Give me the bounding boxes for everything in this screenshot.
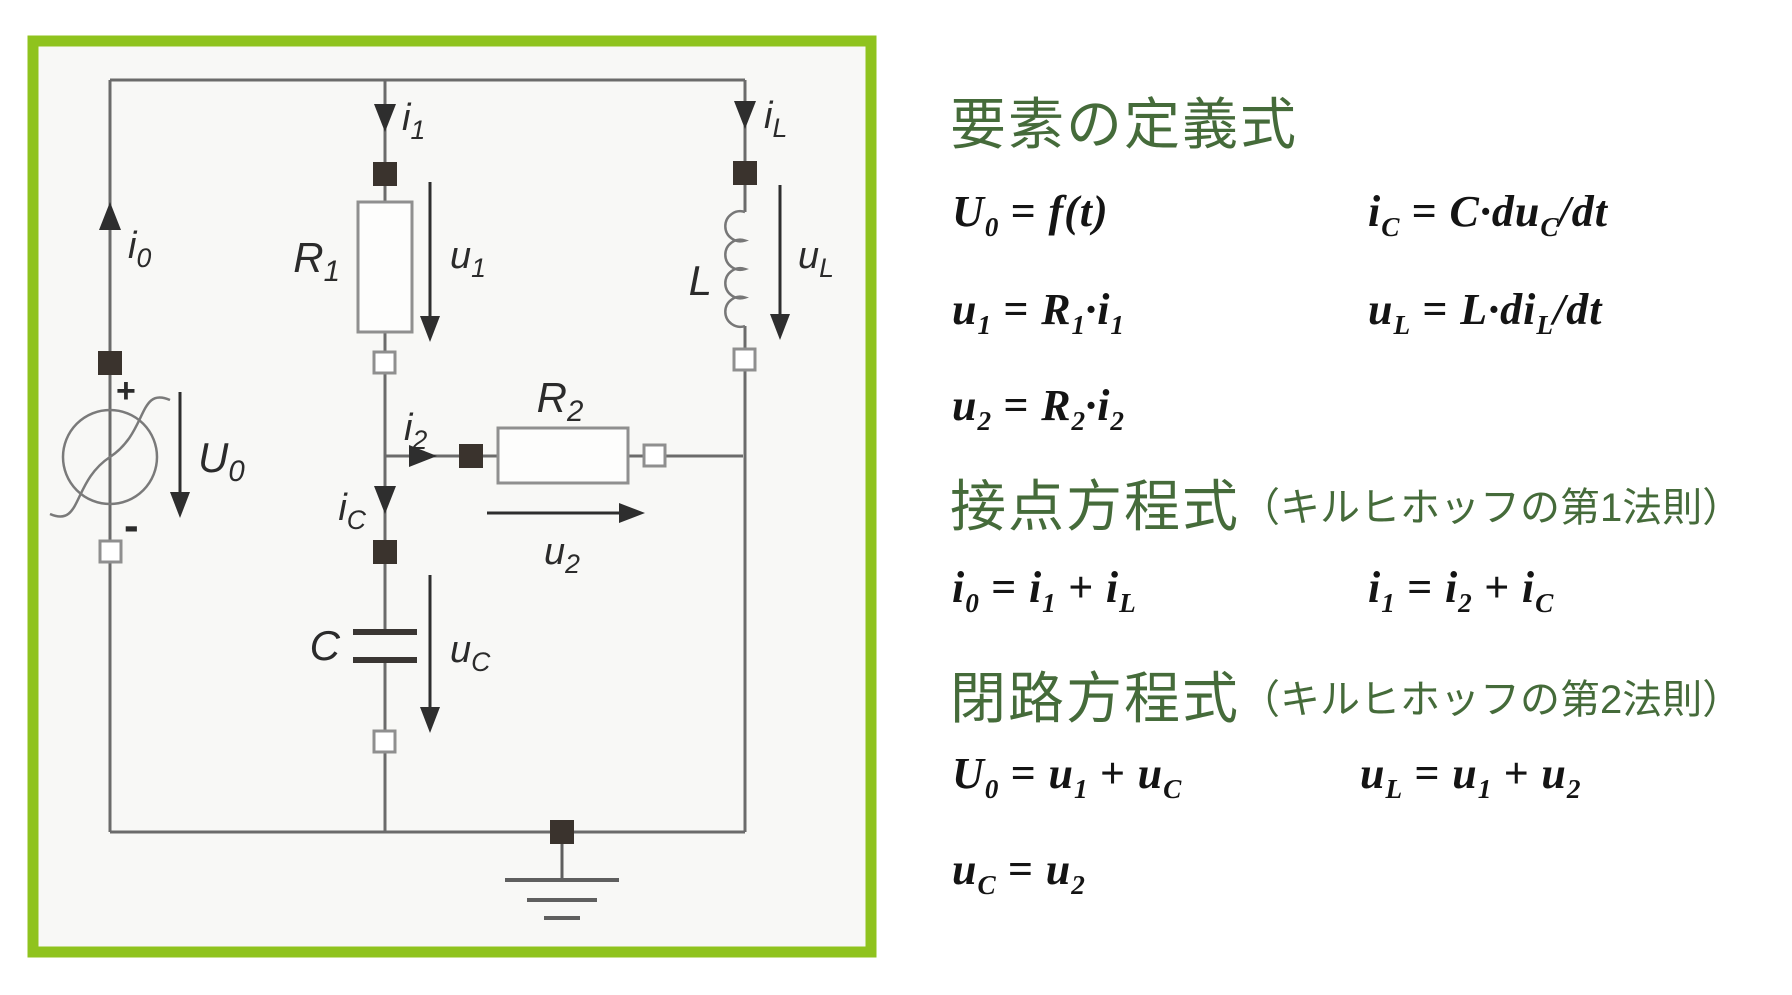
terminal-node [98,351,122,375]
inductor-l [724,210,750,328]
equation-i1-i2iC: i1 = i2 + iC [1368,563,1554,618]
current-arrow-i2-right [409,445,437,467]
terminal-node-open [372,350,397,375]
equation-uL-u1u2: uL = u1 + u2 [1360,749,1581,804]
equation-U0-u1uC: U0 = u1 + uC [952,749,1182,804]
terminal-node-open [732,347,757,372]
heading-paren: （キルヒホッフの第1法則） [1240,486,1743,530]
resistor-r1 [356,200,414,334]
label-c: C [310,622,341,669]
current-arrow-iC-down [374,486,396,514]
voltage-source: + - [49,372,171,550]
terminal-node [373,162,397,186]
heading-text: 要素の定義式 [950,93,1298,156]
terminal-nodes-dark [98,161,757,844]
ground-icon [505,844,619,920]
voltage-arrow-u2-head [619,503,645,523]
terminal-node-ground [550,820,574,844]
equation-i0-i1iL: i0 = i1 + iL [952,563,1136,618]
heading-text: 閉路方程式 [950,667,1240,730]
equation-iC-CduCdt: iC = C·duC/dt [1368,187,1608,242]
terminal-node [733,161,757,185]
current-arrow-i1-down [374,104,396,132]
terminal-node-open [372,729,397,754]
section-heading-node-equations: 接点方程式（キルヒホッフの第1法則） [950,462,1742,543]
capacitor-c [353,629,417,663]
label-l: L [689,257,712,304]
terminal-node [459,444,483,468]
equation-u2-R2i2: u2 = R2·i2 [952,381,1125,436]
equation-uC-u2: uC = u2 [952,845,1085,900]
resistor-r2 [496,426,630,485]
current-arrow-i0-up [99,202,121,230]
minus-sign: - [124,501,139,550]
voltage-arrows [170,182,790,733]
heading-paren: （キルヒホッフの第2法則） [1240,678,1743,722]
voltage-arrow-U0-head [170,492,190,518]
voltage-arrow-uL-head [770,314,790,340]
label-r1: R1 [293,234,340,288]
current-arrows [99,101,756,514]
terminal-node-open [98,539,123,564]
section-heading-definitions: 要素の定義式 [950,80,1298,161]
terminal-node-open [642,443,667,468]
current-arrow-iL-down [734,101,756,129]
equation-uL-LdiLdt: uL = L·diL/dt [1368,285,1603,340]
terminal-node [373,540,397,564]
heading-text: 接点方程式 [950,475,1240,538]
circuit-diagram: + - [27,35,877,958]
voltage-arrow-u1-head [420,316,440,342]
plus-sign: + [116,372,136,410]
label-u2: u2 [544,531,580,579]
equation-u1-R1i1: u1 = R1·i1 [952,285,1125,340]
sine-wave-icon [49,396,171,518]
section-heading-loop-equations: 閉路方程式（キルヒホッフの第2法則） [950,654,1742,735]
equation-U0-ft: U0 = f(t) [952,187,1109,242]
source-circle [61,408,159,506]
terminal-nodes-open [98,347,757,754]
voltage-arrow-uC-head [420,707,440,733]
